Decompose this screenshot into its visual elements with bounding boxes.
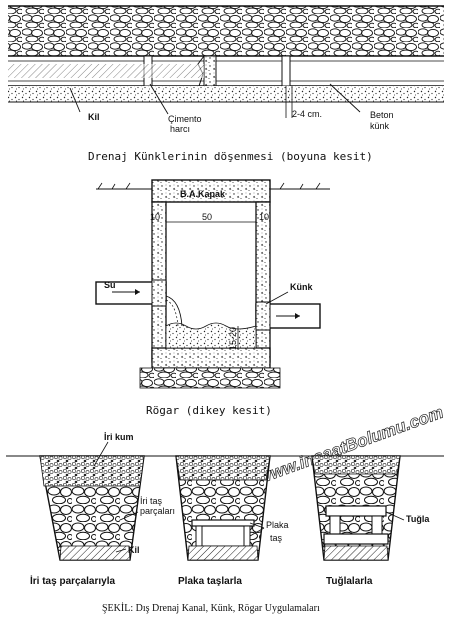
trench-sections: İri kum İri taş parçaları Kil Plaka taş …: [6, 432, 444, 587]
label-brick: Tuğla: [406, 514, 430, 524]
manhole-water: [165, 322, 257, 349]
label-stone-pieces-2: parçaları: [140, 506, 175, 516]
caption-bricks: Tuğlalarla: [326, 576, 373, 587]
label-water: Su: [104, 280, 116, 290]
label-depth: 15-20: [228, 327, 238, 350]
label-inner-width: 50: [202, 212, 212, 222]
label-pipe: Künk: [290, 282, 313, 292]
manhole-base: [151, 347, 271, 369]
trench-stone-pieces: [39, 455, 145, 561]
label-slab-2: taş: [270, 533, 283, 543]
manhole-cover: [151, 179, 271, 203]
label-cimento-harci-1: Çimento: [168, 114, 202, 124]
label-wall-right: 10: [259, 212, 269, 222]
manhole-section: 10 10 50 B.A.Kapak Su Künk 15-20 Rögar (…: [95, 179, 330, 417]
caption-stone-pieces: İri taş parçalarıyla: [30, 574, 115, 587]
label-cover: B.A.Kapak: [180, 189, 226, 199]
label-kil: Kil: [88, 112, 100, 122]
caption-slab-stones: Plaka taşlarla: [178, 576, 242, 587]
manhole-wall-right: [255, 201, 271, 363]
section1-caption: Drenaj Künklerinin döşenmesi (boyuna kes…: [88, 150, 373, 163]
label-stone-pieces-1: İri taş: [140, 496, 163, 506]
figure-caption: ŞEKİL: Dış Drenaj Kanal, Künk, Rögar Uyg…: [102, 602, 320, 614]
outlet-pipe: [255, 301, 321, 331]
manhole-stone-bed: [139, 367, 281, 389]
trench-bricks: [311, 455, 401, 561]
trench-slab-stones: [175, 455, 271, 561]
label-clay: Kil: [128, 545, 140, 555]
label-beton-kunk-2: künk: [370, 121, 390, 131]
section2-caption: Rögar (dikey kesit): [146, 404, 272, 417]
stone-backfill-layer: [8, 6, 444, 56]
slab-stone-top: [191, 519, 255, 527]
label-slab-1: Plaka: [266, 520, 289, 530]
label-wall-left: 10: [150, 212, 160, 222]
label-cimento-harci-2: harcı: [170, 124, 190, 134]
brick-top: [325, 505, 387, 517]
label-coarse-sand: İri kum: [104, 432, 134, 442]
pipe-laying-section: Kil Çimento harcı 2-4 cm. Beton künk Dre…: [8, 5, 444, 163]
sand-bedding: [8, 86, 444, 102]
label-beton-kunk-1: Beton: [370, 110, 394, 120]
label-gap: 2-4 cm.: [292, 109, 322, 119]
concrete-pipe-run: [8, 55, 444, 87]
